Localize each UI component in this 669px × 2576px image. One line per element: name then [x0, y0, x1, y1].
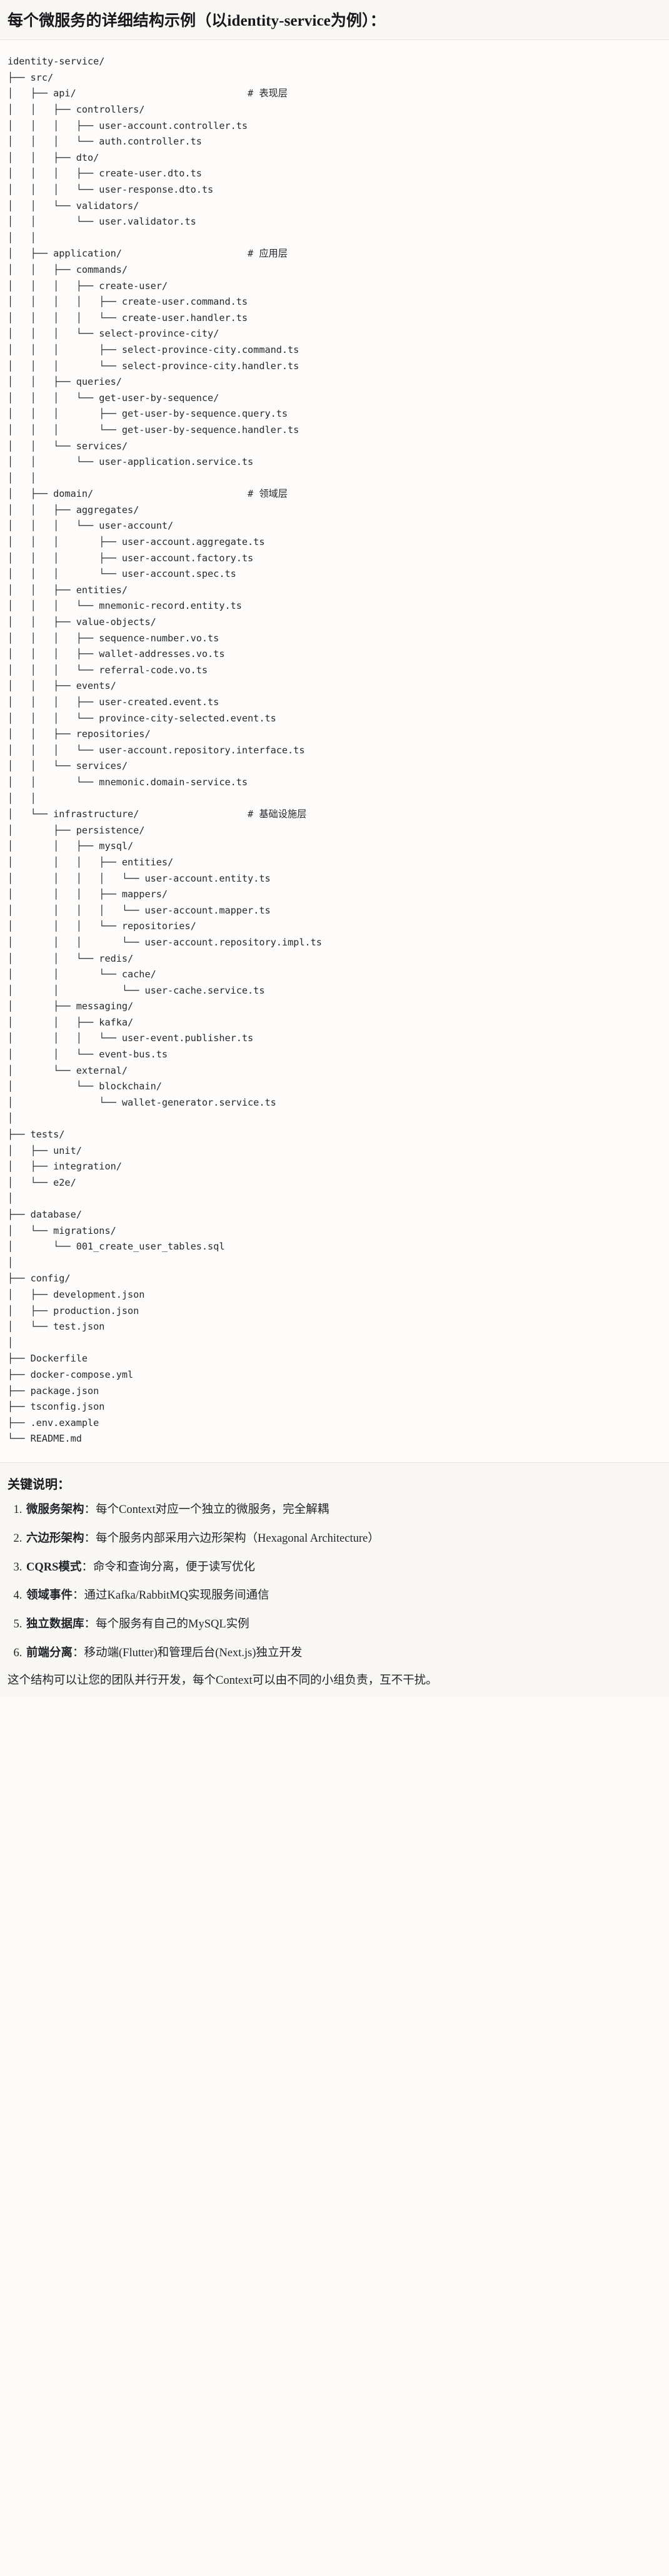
- key-note-text: ：命令和查询分离，便于读写优化: [81, 1560, 255, 1574]
- key-notes-heading: 关键说明：: [8, 1477, 70, 1492]
- title-section: 每个微服务的详细结构示例（以identity-service为例）：: [0, 0, 669, 40]
- key-note-term: CQRS模式: [26, 1560, 82, 1574]
- directory-tree: identity-service/ ├── src/ │ ├── api/ # …: [8, 56, 322, 1445]
- key-note-item: 六边形架构：每个服务内部采用六边形架构（Hexagonal Architectu…: [25, 1530, 661, 1547]
- key-notes-list: 微服务架构：每个Context对应一个独立的微服务，完全解耦六边形架构：每个服务…: [8, 1502, 661, 1662]
- key-notes-section: 关键说明： 微服务架构：每个Context对应一个独立的微服务，完全解耦六边形架…: [0, 1462, 669, 1696]
- key-note-item: 前端分离：移动端(Flutter)和管理后台(Next.js)独立开发: [25, 1645, 661, 1662]
- key-note-term: 领域事件: [26, 1589, 73, 1602]
- key-note-item: 领域事件：通过Kafka/RabbitMQ实现服务间通信: [25, 1587, 661, 1604]
- key-note-term: 前端分离: [26, 1646, 73, 1659]
- divider-bottom: [0, 1462, 669, 1463]
- key-note-item: 微服务架构：每个Context对应一个独立的微服务，完全解耦: [25, 1502, 661, 1519]
- key-note-text: ：每个Context对应一个独立的微服务，完全解耦: [84, 1503, 329, 1516]
- key-note-term: 独立数据库: [26, 1618, 84, 1631]
- key-note-text: ：每个服务内部采用六边形架构（Hexagonal Architecture）: [84, 1532, 380, 1545]
- key-note-term: 六边形架构: [26, 1532, 84, 1545]
- key-note-term: 微服务架构: [26, 1503, 84, 1516]
- document-root: 每个微服务的详细结构示例（以identity-service为例）： ident…: [0, 0, 669, 1696]
- key-note-item: CQRS模式：命令和查询分离，便于读写优化: [25, 1559, 661, 1576]
- key-note-text: ：通过Kafka/RabbitMQ实现服务间通信: [73, 1589, 269, 1602]
- key-note-text: ：移动端(Flutter)和管理后台(Next.js)独立开发: [73, 1646, 303, 1659]
- key-note-text: ：每个服务有自己的MySQL实例: [84, 1618, 249, 1631]
- divider-top: [0, 39, 669, 41]
- key-note-item: 独立数据库：每个服务有自己的MySQL实例: [25, 1616, 661, 1633]
- page-title: 每个微服务的详细结构示例（以identity-service为例）：: [8, 13, 386, 29]
- directory-tree-block: identity-service/ ├── src/ │ ├── api/ # …: [0, 40, 669, 1462]
- closing-paragraph: 这个结构可以让您的团队并行开发，每个Context可以由不同的小组负责，互不干扰…: [8, 1674, 438, 1687]
